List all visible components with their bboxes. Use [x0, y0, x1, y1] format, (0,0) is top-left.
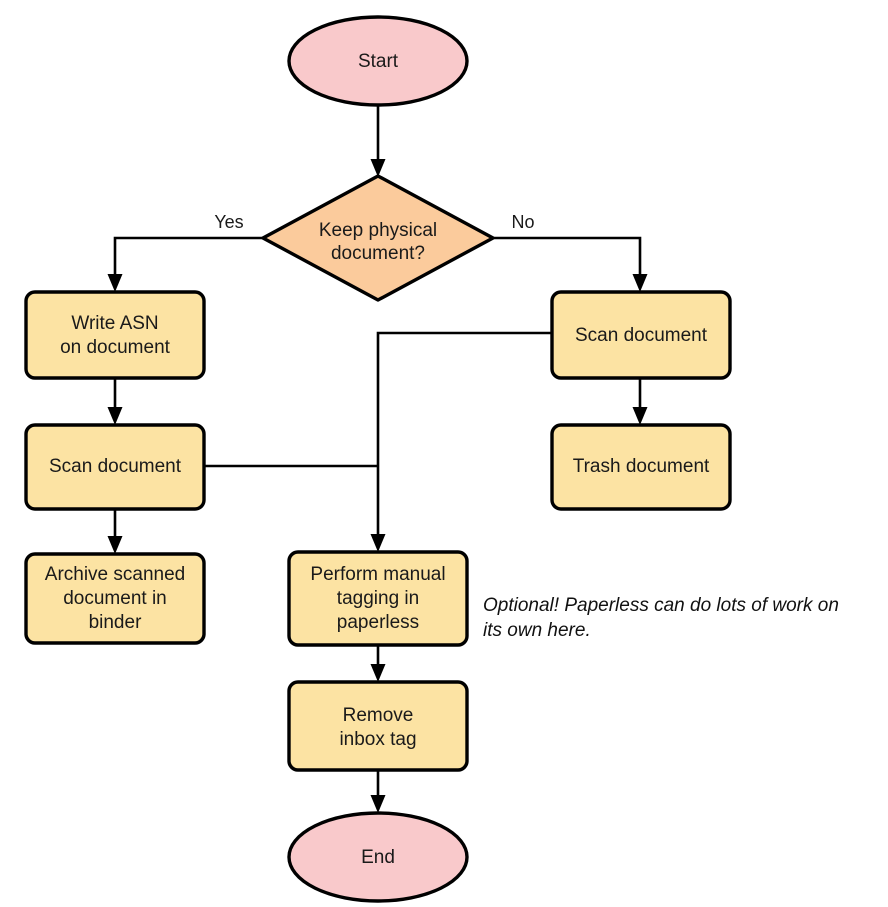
node-archive-label-line1: Archive scanned: [45, 564, 185, 585]
edge-label-no: No: [511, 212, 534, 232]
arrowhead-icon: [370, 534, 386, 552]
node-decision-keep-physical-document[interactable]: Keep physical document?: [261, 174, 495, 302]
node-trash-document[interactable]: Trash document: [550, 423, 732, 511]
connector-scan-right-to-tagging: [376, 331, 552, 540]
arrowhead-icon: [107, 407, 123, 425]
node-scan-document-left-label: Scan document: [49, 456, 182, 477]
node-tagging-label-line1: Perform manual: [310, 564, 445, 585]
node-end[interactable]: End: [287, 811, 469, 903]
connector-scan-right-to-trash: [632, 378, 648, 425]
write-asn-box-shape[interactable]: [24, 290, 206, 380]
edge-label-yes: Yes: [214, 212, 243, 232]
node-archive-label-line2: document in: [63, 588, 167, 609]
scan-document-left-box-shape[interactable]: [24, 423, 206, 511]
node-write-asn-label-line1: Write ASN: [71, 313, 158, 334]
node-perform-manual-tagging[interactable]: Perform manual tagging in paperless: [287, 550, 469, 647]
arrowhead-icon: [370, 159, 386, 177]
connector-tagging-to-remove-inbox: [370, 645, 386, 682]
arrowhead-icon: [370, 664, 386, 682]
node-scan-document-right-label: Scan document: [575, 325, 708, 346]
node-tagging-label-line3: paperless: [337, 612, 419, 633]
node-scan-document-left[interactable]: Scan document: [24, 423, 206, 511]
node-trash-document-label: Trash document: [573, 456, 710, 477]
connector-decision-yes-to-write-asn: [107, 236, 263, 292]
node-decision-label-line2: document?: [331, 243, 425, 264]
node-archive-label-line3: binder: [89, 612, 142, 633]
end-ellipse-shape[interactable]: [287, 811, 469, 903]
node-scan-document-right[interactable]: Scan document: [550, 290, 732, 380]
connector-decision-no-to-scan-right: [493, 236, 648, 292]
node-decision-label-line1: Keep physical: [319, 220, 437, 241]
connector-scan-left-to-archive: [107, 509, 123, 554]
archive-box-shape[interactable]: [24, 552, 206, 645]
node-write-asn-label-line2: on document: [60, 337, 171, 358]
node-start[interactable]: Start: [287, 15, 469, 107]
start-ellipse-shape[interactable]: [287, 15, 469, 107]
node-remove-inbox-tag[interactable]: Remove inbox tag: [287, 680, 469, 772]
node-archive-scanned-document[interactable]: Archive scanned document in binder: [24, 552, 206, 645]
arrowhead-icon: [107, 274, 123, 292]
annotation-note-line1: Optional! Paperless can do lots of work …: [483, 595, 839, 616]
trash-document-box-shape[interactable]: [550, 423, 732, 511]
arrowhead-icon: [370, 795, 386, 813]
arrowhead-icon: [632, 274, 648, 292]
connector-scan-left-to-tagging: [204, 464, 386, 552]
node-tagging-label-line2: tagging in: [337, 588, 419, 609]
connector-write-asn-to-scan-left: [107, 378, 123, 425]
decision-diamond-shape[interactable]: [261, 174, 495, 302]
node-write-asn[interactable]: Write ASN on document: [24, 290, 206, 380]
node-end-label: End: [361, 847, 395, 868]
annotation-note: Optional! Paperless can do lots of work …: [483, 595, 839, 641]
connector-remove-inbox-to-end: [370, 770, 386, 813]
scan-document-right-box-shape[interactable]: [550, 290, 732, 380]
node-remove-inbox-label-line2: inbox tag: [339, 729, 416, 750]
arrowhead-icon: [632, 407, 648, 425]
connector-start-to-decision: [370, 106, 386, 177]
arrowhead-icon: [107, 536, 123, 554]
node-start-label: Start: [358, 51, 399, 72]
node-remove-inbox-label-line1: Remove: [343, 705, 414, 726]
annotation-note-line2: its own here.: [483, 620, 591, 641]
tagging-box-shape[interactable]: [287, 550, 469, 647]
remove-inbox-box-shape[interactable]: [287, 680, 469, 772]
